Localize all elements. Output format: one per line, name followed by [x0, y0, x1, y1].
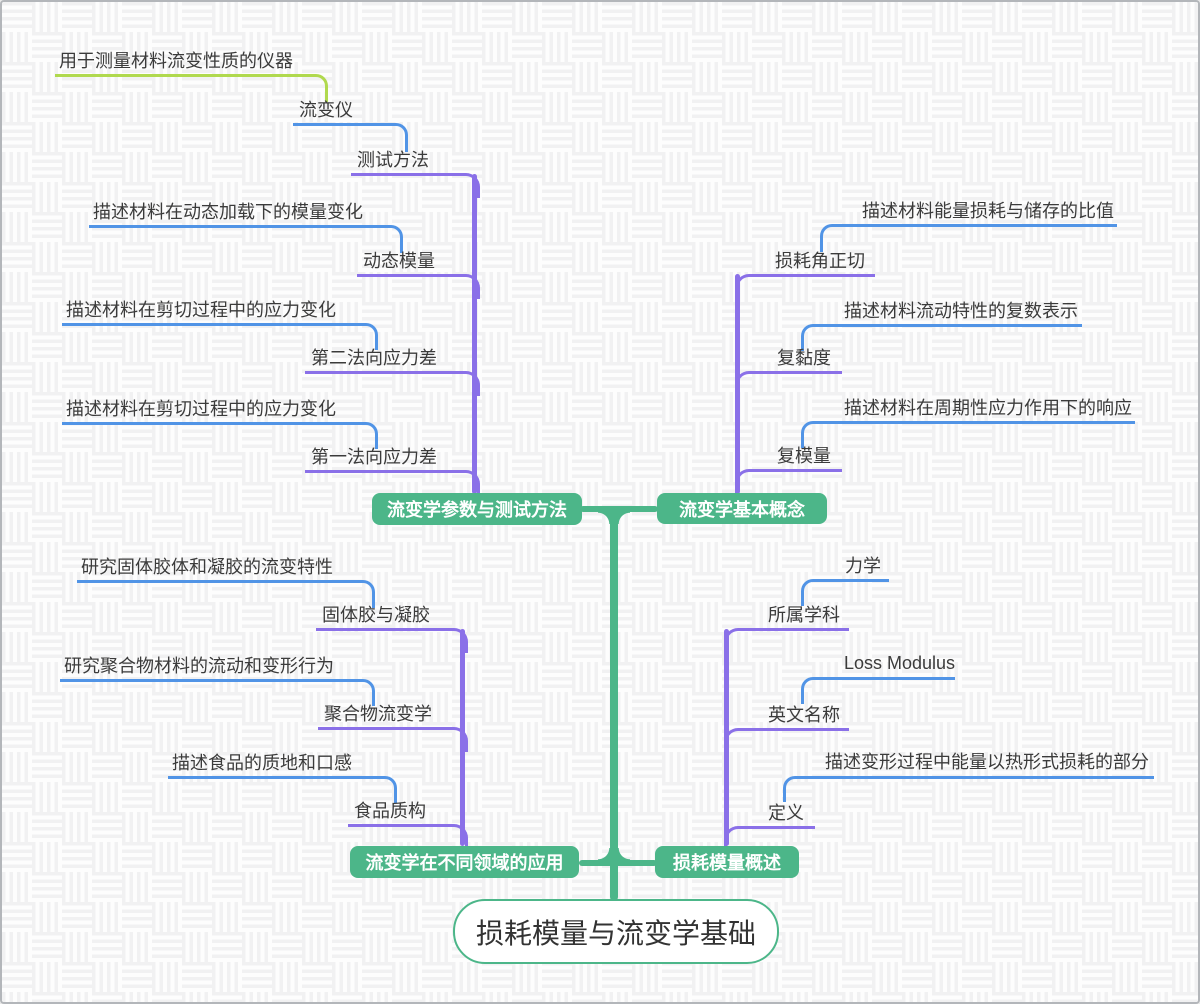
node-mechanics[interactable]: 力学 [845, 556, 881, 576]
topic-applications[interactable]: 流变学在不同领域的应用 [350, 846, 579, 878]
bottom-junction-line [579, 860, 657, 866]
branch1-trunk [472, 174, 477, 494]
branch2-trunk [735, 274, 740, 494]
node-complex-modulus[interactable]: 复模量 [777, 446, 831, 466]
node-complex-viscosity[interactable]: 复黏度 [777, 348, 831, 368]
topic-rheology-parameters[interactable]: 流变学参数与测试方法 [372, 493, 582, 525]
node-rheometer-note[interactable]: 用于测量材料流变性质的仪器 [59, 51, 293, 71]
junction-fillet [618, 512, 630, 524]
node-loss-tangent-note[interactable]: 描述材料能量损耗与储存的比值 [862, 201, 1114, 221]
node-first-normal-stress[interactable]: 第一法向应力差 [311, 447, 437, 467]
topic-basic-concepts-label: 流变学基本概念 [679, 499, 805, 520]
node-definition[interactable]: 定义 [768, 803, 804, 823]
junction-fillet [598, 512, 610, 524]
topic-basic-concepts[interactable]: 流变学基本概念 [657, 493, 827, 524]
node-second-normal-stress[interactable]: 第二法向应力差 [311, 348, 437, 368]
node-loss-tangent[interactable]: 损耗角正切 [775, 251, 865, 271]
node-loss-modulus-en[interactable]: Loss Modulus [844, 653, 956, 673]
node-test-method[interactable]: 测试方法 [357, 150, 429, 170]
branch4-trunk [724, 629, 729, 846]
junction-fillet [598, 848, 610, 860]
node-food[interactable]: 食品质构 [354, 801, 426, 821]
node-complex-modulus-note[interactable]: 描述材料在周期性应力作用下的响应 [844, 398, 1132, 418]
node-polymer-note[interactable]: 研究聚合物材料的流动和变形行为 [64, 656, 334, 676]
node-complex-viscosity-note[interactable]: 描述材料流动特性的复数表示 [844, 301, 1078, 321]
node-discipline[interactable]: 所属学科 [768, 605, 840, 625]
topic-loss-modulus-overview[interactable]: 损耗模量概述 [655, 846, 799, 878]
node-dynamic-modulus-note[interactable]: 描述材料在动态加载下的模量变化 [93, 202, 363, 222]
node-english-name[interactable]: 英文名称 [768, 705, 840, 725]
node-second-normal-stress-note[interactable]: 描述材料在剪切过程中的应力变化 [66, 300, 336, 320]
root-node-label: 损耗模量与流变学基础 [475, 917, 756, 949]
topic-applications-label: 流变学在不同领域的应用 [365, 853, 564, 873]
center-trunk-line [610, 507, 618, 901]
node-gels[interactable]: 固体胶与凝胶 [322, 605, 430, 625]
node-rheometer[interactable]: 流变仪 [299, 100, 353, 120]
node-polymer[interactable]: 聚合物流变学 [324, 704, 432, 724]
topic-rheology-parameters-label: 流变学参数与测试方法 [387, 500, 567, 520]
node-definition-note[interactable]: 描述变形过程中能量以热形式损耗的部分 [825, 752, 1149, 772]
topic-loss-modulus-overview-label: 损耗模量概述 [673, 853, 781, 873]
top-junction-line [580, 506, 658, 512]
branch3-trunk [460, 629, 465, 846]
junction-fillet [618, 848, 630, 860]
node-gels-note[interactable]: 研究固体胶体和凝胶的流变特性 [81, 557, 333, 577]
node-food-note[interactable]: 描述食品的质地和口感 [172, 753, 352, 773]
root-node[interactable]: 损耗模量与流变学基础 [453, 899, 779, 964]
node-dynamic-modulus[interactable]: 动态模量 [363, 251, 435, 271]
node-first-normal-stress-note[interactable]: 描述材料在剪切过程中的应力变化 [66, 399, 336, 419]
